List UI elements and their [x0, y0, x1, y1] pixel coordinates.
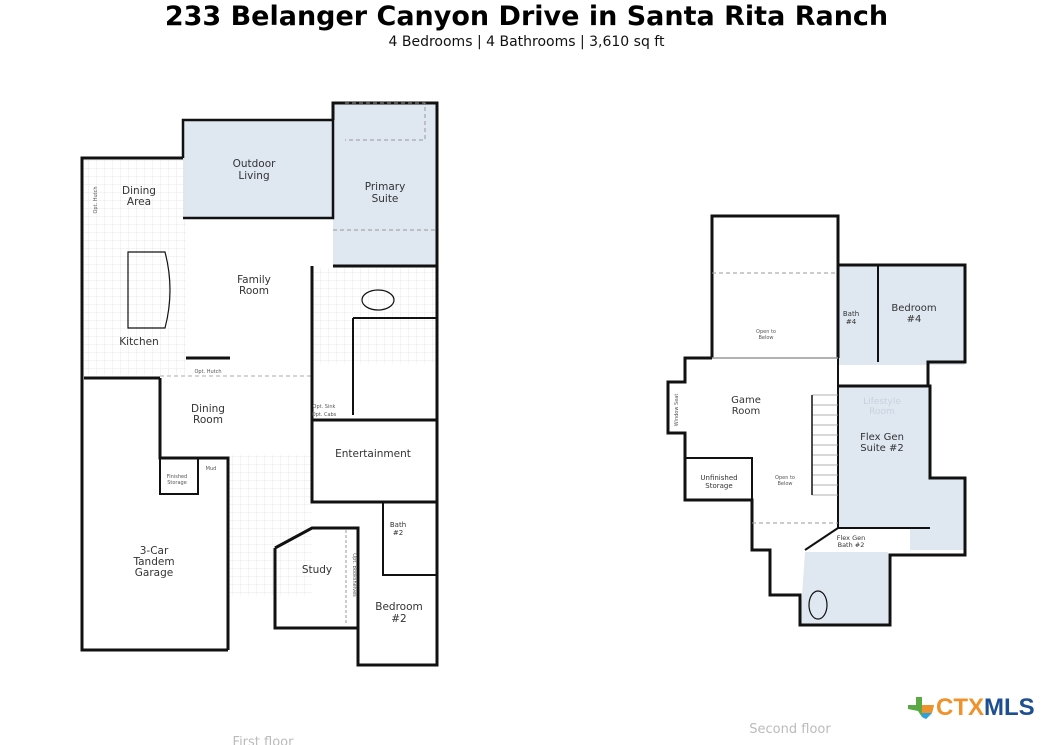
room-label-bedroom4: Bedroom#4	[891, 303, 936, 325]
logo-text-mls: MLS	[984, 694, 1035, 721]
room-label-opt-cabs: Opt. Cabs	[312, 412, 337, 418]
room-label-bath4: Bath#4	[843, 310, 859, 326]
room-label-mud: Mud	[206, 466, 217, 472]
room-label-entertainment: Entertainment	[335, 448, 411, 460]
second-floor-plan	[666, 214, 967, 627]
room-label-window-seat: Window Seat	[674, 394, 680, 427]
page-subtitle: 4 Bedrooms | 4 Bathrooms | 3,610 sq ft	[388, 34, 665, 50]
first-floor-plan	[80, 101, 439, 667]
room-label-opt-hutch: Opt. Hutch	[194, 369, 221, 375]
room-label-opt-bookshelves: Opt. Bookshelves	[351, 553, 357, 597]
second-floor-label: Second floor	[749, 722, 831, 737]
room-label-bath2: Bath#2	[390, 521, 406, 537]
page-title: 233 Belanger Canyon Drive in Santa Rita …	[164, 1, 889, 32]
room-label-bedroom2: Bedroom#2	[375, 601, 423, 625]
room-label-kitchen: Kitchen	[119, 336, 158, 348]
first-floor-label: First floor	[233, 735, 295, 745]
room-label-opt-hutch-side: Opt. Hutch	[93, 186, 99, 213]
room-label-opt-sink: Opt. Sink	[313, 404, 336, 410]
room-label-study: Study	[302, 564, 332, 576]
logo-text-ctx: CTX	[936, 694, 984, 721]
texas-icon	[908, 697, 934, 719]
